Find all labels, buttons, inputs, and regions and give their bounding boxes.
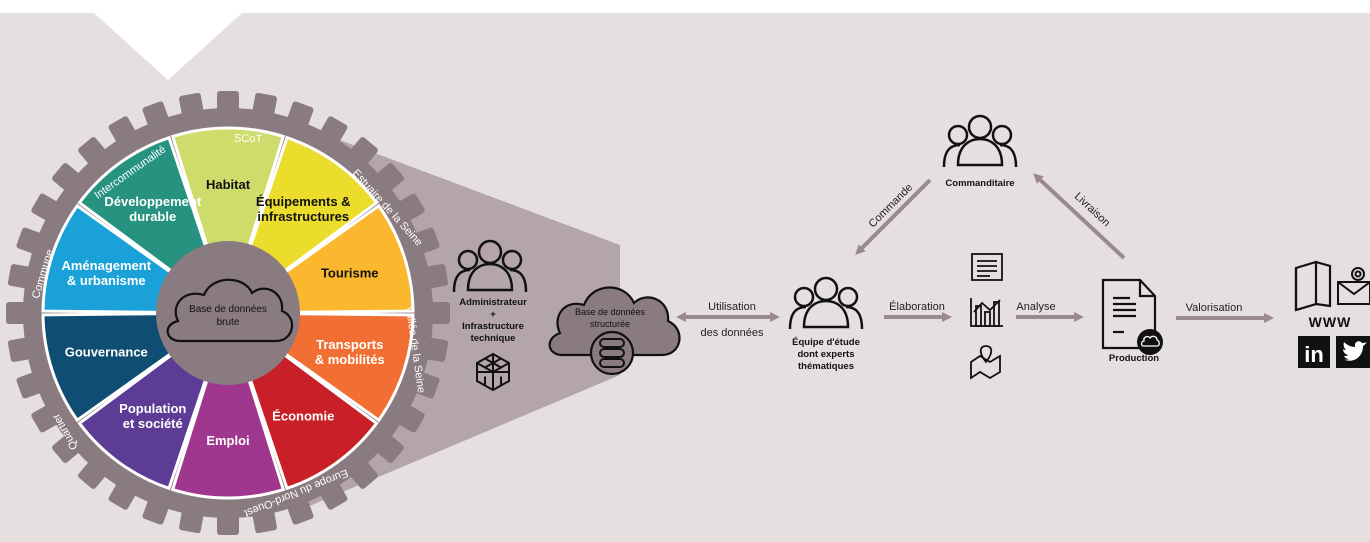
elaboration-label: Élaboration: [889, 300, 945, 313]
linkedin-glyph: in: [1304, 342, 1324, 367]
wheel-segment: [170, 307, 286, 500]
wheel-segment-label: Tourisme: [321, 265, 379, 280]
admin-label-3: Infrastructure: [462, 321, 524, 332]
team-label-3: thématiques: [798, 361, 854, 372]
admin-label-2: +: [490, 309, 496, 320]
mail-icon: [1337, 267, 1370, 305]
database-icon: [599, 338, 625, 368]
raw-database-label-1: Base de données: [189, 304, 267, 315]
gear-tooth: [142, 101, 172, 136]
gear-tooth: [369, 429, 404, 463]
wheel-segment-label: Population: [119, 401, 186, 416]
wheel-segment-label: Habitat: [206, 177, 251, 192]
utilisation-label-2: des données: [701, 327, 764, 339]
wheel-segment-label: Aménagement: [61, 258, 151, 273]
commande-arrow: [855, 178, 932, 255]
linkedin-icon: [1298, 336, 1330, 368]
gear-tooth: [250, 500, 277, 534]
gear-tooth: [179, 500, 206, 534]
gear-tooth: [52, 163, 87, 197]
raw-database-cloud-icon: [166, 278, 293, 343]
gear-tooth: [250, 92, 277, 126]
commanditaire-people-icon: [942, 114, 1018, 168]
team-label-1: Équipe d'étude: [792, 337, 860, 348]
structured-db-label-1: Base de données: [575, 307, 646, 317]
map-icon: [970, 345, 1001, 380]
wheel-segment-label: durable: [129, 209, 176, 224]
gear-tooth: [52, 429, 87, 463]
commanditaire-label: Commanditaire: [945, 178, 1014, 189]
gear-tooth: [344, 137, 378, 172]
gear-tooth: [142, 490, 172, 525]
gear-tooth: [16, 227, 51, 257]
gear-tooth: [31, 400, 67, 433]
gear-tooth: [369, 163, 404, 197]
production-cloud-icon: [1140, 335, 1160, 347]
study-team-people-icon: [788, 276, 864, 330]
wheel-segment-label: et société: [123, 416, 183, 431]
gear-tooth: [16, 369, 51, 399]
raw-database-label-2: brute: [217, 317, 240, 328]
gear-tooth: [78, 137, 112, 172]
gear-tooth: [7, 264, 41, 291]
livraison-label: Livraison: [1072, 190, 1112, 229]
utilisation-label-1: Utilisation: [708, 301, 756, 313]
gear-tooth: [217, 505, 239, 535]
wheel-segment-label: Équipements &: [256, 194, 351, 209]
admin-label-1: Administrateur: [459, 297, 527, 308]
production-document-icon: [1101, 278, 1157, 350]
ring-label-scot: SCoT: [234, 133, 263, 146]
gear-tooth: [405, 369, 440, 399]
wheel-segment-label: infrastructures: [257, 209, 349, 224]
wheel-segment-label: & urbanisme: [67, 273, 146, 288]
structured-database-cloud-icon: [548, 286, 681, 357]
commande-label: Commande: [867, 182, 916, 231]
wheel-segment: [170, 126, 286, 319]
gear-tooth: [389, 400, 425, 433]
gear-tooth: [217, 91, 239, 121]
wheel-segment-label: Emploi: [206, 433, 249, 448]
www-label: WWW: [1309, 314, 1352, 330]
analyse-label: Analyse: [1016, 301, 1055, 313]
wheel-segment-label: Développement: [104, 194, 201, 209]
gear-tooth: [284, 490, 314, 525]
gear-tooth: [6, 302, 36, 324]
raw-database-hub: [156, 241, 300, 385]
gear-tooth: [179, 92, 206, 126]
gear-tooth: [108, 474, 141, 510]
book-icon: [1294, 260, 1332, 312]
wheel-segment-label: & mobilités: [315, 352, 385, 367]
gear-tooth: [284, 101, 314, 136]
gear-tooth: [108, 116, 141, 152]
database-icon-bg: [589, 330, 635, 376]
structured-db-label-2: structurée: [590, 319, 630, 329]
gear-tooth: [7, 335, 41, 362]
wheel-segment-label: Gouvernance: [65, 345, 148, 360]
gear-tooth: [389, 193, 425, 226]
top-banner: [0, 0, 1370, 80]
wheel-segment-label: Économie: [272, 409, 334, 424]
admin-label-4: technique: [471, 333, 516, 344]
gear-tooth: [344, 454, 378, 489]
gear-tooth: [315, 116, 348, 152]
gear-tooth: [315, 474, 348, 510]
document-icon: [971, 253, 1003, 281]
production-cloud-badge: [1137, 329, 1163, 355]
gear-tooth: [31, 193, 67, 226]
gear-tooth: [420, 302, 450, 324]
livraison-arrow: [1033, 173, 1126, 260]
gear-tooth: [415, 264, 449, 291]
cube-network-icon: [476, 352, 510, 392]
administrator-people-icon: [452, 239, 528, 293]
wheel-segment-label: Transports: [316, 337, 383, 352]
production-label: Production: [1109, 353, 1159, 364]
gear-tooth: [415, 335, 449, 362]
team-label-2: dont experts: [797, 349, 854, 360]
gear-tooth: [405, 227, 440, 257]
valorisation-label: Valorisation: [1186, 302, 1243, 314]
chart-icon: [970, 298, 1003, 327]
gear-tooth: [78, 454, 112, 489]
twitter-bird-glyph: [1343, 341, 1367, 361]
